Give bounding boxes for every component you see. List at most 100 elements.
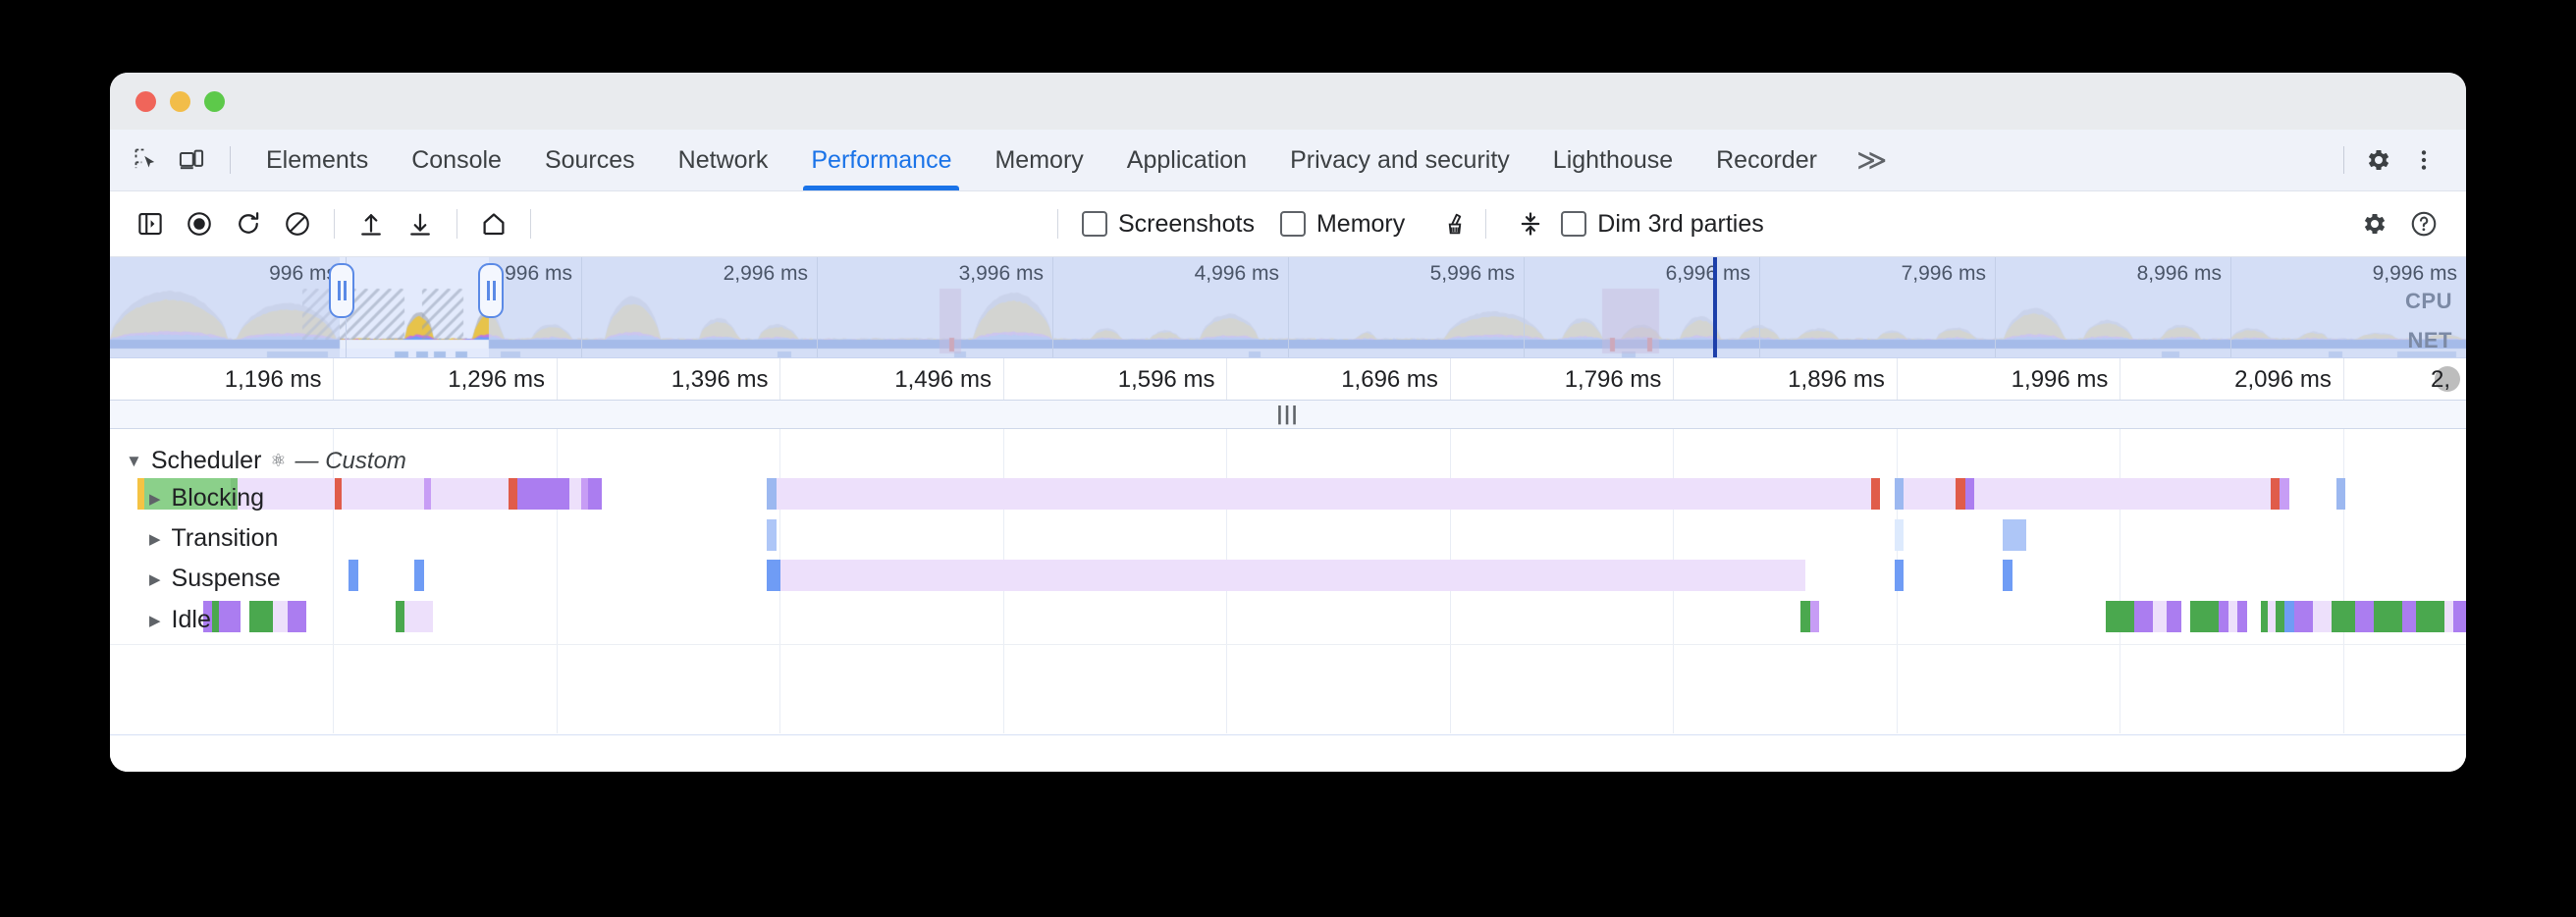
- vertical-collapse-icon[interactable]: [1506, 202, 1555, 245]
- flame-bar[interactable]: [2354, 601, 2375, 632]
- flame-bar[interactable]: [580, 478, 589, 510]
- flame-bar[interactable]: [2335, 478, 2346, 510]
- tab-recorder[interactable]: Recorder: [1716, 145, 1817, 174]
- flame-bar[interactable]: [2167, 601, 2181, 632]
- flame-bar[interactable]: [2374, 601, 2402, 632]
- record-icon[interactable]: [175, 202, 224, 245]
- tab-memory[interactable]: Memory: [994, 145, 1084, 174]
- flame-bar[interactable]: [2280, 478, 2289, 510]
- panel-resize-handle[interactable]: |||: [110, 401, 2466, 429]
- toggle-sidebar-icon[interactable]: [126, 202, 175, 245]
- flame-bar[interactable]: [395, 601, 405, 632]
- overview-selection-handle-right[interactable]: [478, 263, 504, 318]
- flame-bar[interactable]: [508, 478, 518, 510]
- flame-bar[interactable]: [2416, 601, 2444, 632]
- gear-icon[interactable]: [2350, 202, 2399, 245]
- flame-bar[interactable]: [2332, 601, 2355, 632]
- tab-sources[interactable]: Sources: [544, 145, 635, 174]
- tab-network[interactable]: Network: [677, 145, 769, 174]
- flame-bar[interactable]: [780, 560, 1805, 591]
- flame-bar[interactable]: [1800, 601, 1810, 632]
- flame-bar[interactable]: [2401, 601, 2417, 632]
- flame-bar[interactable]: [2227, 601, 2238, 632]
- flame-bar[interactable]: [2133, 601, 2154, 632]
- flame-bar[interactable]: [1964, 478, 1975, 510]
- flame-bar[interactable]: [341, 478, 424, 510]
- memory-checkbox[interactable]: Memory: [1279, 210, 1405, 239]
- minimize-window-button[interactable]: [170, 91, 190, 112]
- flame-bar[interactable]: [2270, 478, 2281, 510]
- track-row-transition[interactable]: ▶ Transition: [149, 524, 278, 553]
- chevron-right-icon[interactable]: ▶: [149, 530, 161, 548]
- flame-chart[interactable]: ▼ Scheduler ⚛ — Custom ▶ Blocking ▶ Tran…: [110, 429, 2466, 772]
- screenshots-checkbox[interactable]: Screenshots: [1082, 210, 1255, 239]
- gear-icon[interactable]: [2358, 141, 2399, 179]
- flame-bar[interactable]: [2190, 601, 2220, 632]
- track-group-scheduler[interactable]: ▼ Scheduler ⚛ — Custom: [126, 447, 406, 475]
- close-window-button[interactable]: [135, 91, 156, 112]
- flame-bar[interactable]: [1809, 601, 1820, 632]
- flame-bar[interactable]: [2002, 560, 2012, 591]
- more-tabs-button[interactable]: ≫: [1855, 143, 1888, 177]
- flame-bar[interactable]: [1894, 519, 1905, 551]
- flame-bar[interactable]: [2153, 601, 2168, 632]
- flame-bar[interactable]: [2268, 601, 2276, 632]
- flame-bar[interactable]: [2237, 601, 2247, 632]
- flame-bar[interactable]: [1870, 478, 1881, 510]
- home-icon[interactable]: [469, 202, 518, 245]
- tab-elements[interactable]: Elements: [266, 145, 369, 174]
- flame-bar[interactable]: [202, 601, 213, 632]
- overview-playhead[interactable]: [1713, 257, 1717, 357]
- flame-bar[interactable]: [136, 478, 144, 510]
- chevron-right-icon[interactable]: ▶: [149, 490, 161, 508]
- reload-and-record-icon[interactable]: [224, 202, 273, 245]
- flame-bar[interactable]: [219, 601, 241, 632]
- flame-bar[interactable]: [767, 560, 781, 591]
- tab-performance[interactable]: Performance: [789, 130, 973, 190]
- flame-bar[interactable]: [1956, 478, 1965, 510]
- track-row-suspense[interactable]: ▶ Suspense: [149, 565, 281, 593]
- flame-bar[interactable]: [143, 478, 232, 510]
- flame-bar[interactable]: [2284, 601, 2294, 632]
- trash-brush-icon[interactable]: [1430, 202, 1479, 245]
- flame-bar[interactable]: [231, 478, 239, 510]
- flame-bar[interactable]: [517, 478, 527, 510]
- flame-bar[interactable]: [1894, 560, 1905, 591]
- flame-bar[interactable]: [2219, 601, 2228, 632]
- flame-bar[interactable]: [2453, 601, 2466, 632]
- flame-bar[interactable]: [2293, 601, 2313, 632]
- tab-lighthouse[interactable]: Lighthouse: [1552, 145, 1674, 174]
- chevron-right-icon[interactable]: ▶: [149, 570, 161, 588]
- flame-bar[interactable]: [1894, 478, 1905, 510]
- flame-bar[interactable]: [334, 478, 342, 510]
- flame-bar[interactable]: [2002, 519, 2026, 551]
- flame-bar[interactable]: [767, 478, 777, 510]
- flame-bar[interactable]: [423, 478, 431, 510]
- dim-3rd-parties-checkbox[interactable]: Dim 3rd parties: [1561, 210, 1764, 239]
- flame-bar[interactable]: [776, 478, 1871, 510]
- flame-bar[interactable]: [588, 478, 603, 510]
- flame-bar[interactable]: [287, 601, 306, 632]
- maximize-window-button[interactable]: [204, 91, 225, 112]
- flame-bar[interactable]: [2312, 601, 2333, 632]
- overview-selection-handle-left[interactable]: [329, 263, 354, 318]
- flame-bar[interactable]: [2261, 601, 2269, 632]
- flame-bar[interactable]: [430, 478, 509, 510]
- help-icon[interactable]: [2399, 202, 2448, 245]
- flame-bar[interactable]: [767, 519, 777, 551]
- tab-console[interactable]: Console: [411, 145, 502, 174]
- track-row-idle[interactable]: ▶ Idle: [149, 606, 211, 634]
- flame-bar[interactable]: [212, 601, 220, 632]
- flame-bar[interactable]: [1904, 478, 1957, 510]
- ruler-scroll-thumb[interactable]: [2435, 366, 2460, 392]
- tab-application[interactable]: Application: [1126, 145, 1248, 174]
- save-profile-icon[interactable]: [396, 202, 445, 245]
- flame-bar[interactable]: [2106, 601, 2134, 632]
- flame-bar[interactable]: [2275, 601, 2285, 632]
- flame-bar[interactable]: [273, 601, 288, 632]
- inspect-element-icon[interactable]: [126, 141, 167, 179]
- load-profile-icon[interactable]: [347, 202, 396, 245]
- chevron-down-icon[interactable]: ▼: [126, 451, 142, 470]
